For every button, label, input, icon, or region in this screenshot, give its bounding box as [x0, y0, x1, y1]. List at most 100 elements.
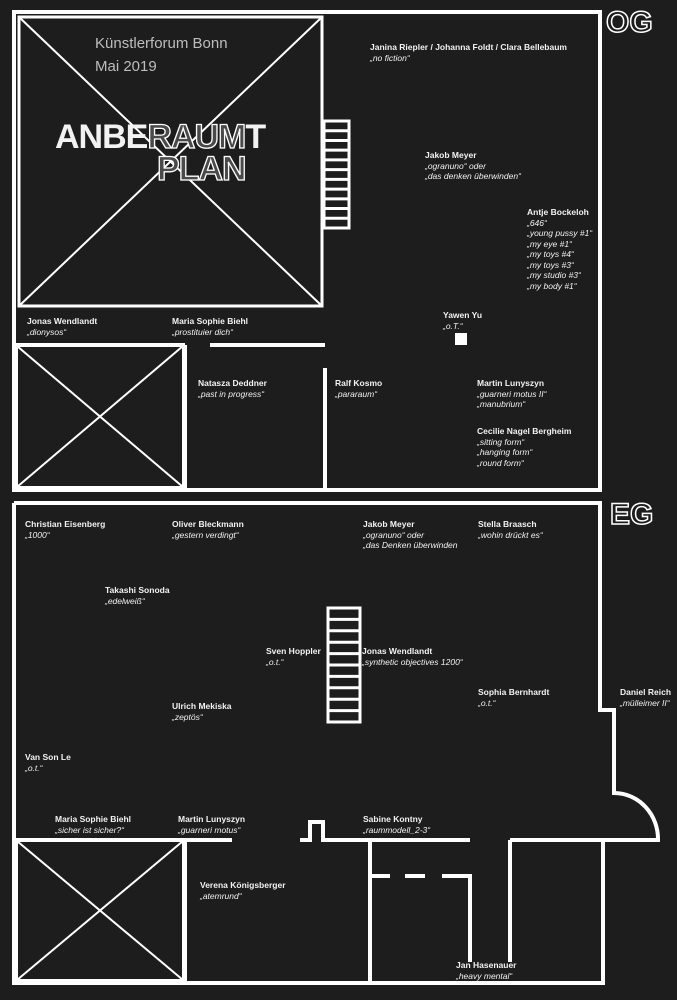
artist-name: Oliver Bleckmann — [172, 519, 244, 529]
artwork-title: „1000“ — [25, 529, 50, 540]
artist-label: Daniel Reich„mülleimer II“ — [620, 687, 671, 708]
artist-label: Sophia Bernhardt„o.t.“ — [478, 687, 549, 708]
artwork-title: „zeptös“ — [172, 711, 203, 722]
artwork-title: „o.T.“ — [443, 320, 463, 331]
artist-label: Verena Königsberger„atemrund“ — [200, 880, 286, 901]
exhibition-title-line2: PLAN — [156, 149, 247, 188]
artist-label: Van Son Le„o.t.“ — [25, 752, 71, 773]
artist-name: Jan Hasenauer — [456, 960, 517, 970]
eg-floor-plan — [12, 501, 661, 985]
artist-name: Martin Lunyszyn — [477, 378, 545, 388]
og-void-box — [17, 15, 324, 308]
artwork-title: „ogranuno“ oder — [425, 160, 486, 171]
artwork-title: „ogranuno“ oder — [363, 529, 424, 540]
artwork-title: „my studio #3“ — [527, 270, 581, 280]
artwork-title: „my body #1“ — [527, 280, 577, 291]
title-part: ANBE — [55, 118, 148, 156]
artist-name: Ulrich Mekiska — [172, 701, 232, 711]
artist-name: Takashi Sonoda — [105, 585, 170, 595]
artwork-title: „manubrium“ — [477, 399, 526, 409]
artist-label: Christian Eisenberg„1000“ — [25, 519, 105, 540]
artist-name: Jakob Meyer — [363, 519, 415, 529]
artwork-title: „o.t.“ — [266, 656, 284, 667]
artist-name: Jakob Meyer — [425, 150, 477, 160]
artist-name: Cecilie Nagel Bergheim — [477, 426, 572, 436]
og-void-box-small — [16, 345, 184, 488]
artist-label: Jakob Meyer„ogranuno“ oder„das denken üb… — [425, 150, 521, 182]
artwork-title: „pararaum“ — [335, 388, 378, 399]
artwork-title: „mülleimer II“ — [620, 697, 670, 708]
artist-label: Sven Hoppler„o.t.“ — [266, 646, 321, 667]
artwork-title: „atemrund“ — [200, 890, 242, 901]
artwork-title: „gestern verdingt“ — [172, 529, 239, 540]
og-floor-label: OG — [605, 5, 653, 40]
stair-outline — [322, 119, 351, 230]
artwork-title: „das denken überwinden“ — [425, 171, 521, 181]
exhibition-title: ANBERAUMT — [55, 117, 266, 157]
og-stairs — [322, 119, 351, 230]
artist-label: Jonas Wendlandt„synthetic objectives 120… — [362, 646, 463, 667]
artist-label: Natasza Deddner„past in progress“ — [198, 378, 267, 399]
artist-name: Martin Lunyszyn — [178, 814, 246, 824]
artist-label: Stella Braasch„wohin drückt es“ — [478, 519, 543, 540]
artwork-title: „hanging form“ — [477, 447, 533, 457]
artist-label: Yawen Yu„o.T.“ — [443, 310, 482, 331]
artist-label: Ulrich Mekiska„zeptös“ — [172, 701, 232, 722]
artist-name: Sophia Bernhardt — [478, 687, 550, 697]
artwork-title: „heavy mental“ — [456, 970, 513, 981]
artist-name: Daniel Reich — [620, 687, 672, 697]
artist-label: Martin Lunyszyn„guarneri motus II“„manub… — [477, 378, 546, 410]
og-floor-plan — [12, 10, 602, 492]
og-pedestal — [455, 333, 467, 345]
date-text: Mai 2019 — [95, 58, 157, 75]
eg-stairs — [326, 606, 362, 724]
artist-name: Sabine Kontny — [363, 814, 423, 824]
artist-name: Yawen Yu — [443, 310, 483, 320]
artwork-title: „o.t.“ — [25, 762, 43, 773]
artist-name: Jonas Wendlandt — [27, 316, 98, 326]
artist-name: Sven Hoppler — [266, 646, 321, 656]
artwork-title: „prostituier dich“ — [172, 326, 233, 337]
artist-label: Jan Hasenauer„heavy mental“ — [456, 960, 516, 981]
eg-outer-wall — [12, 503, 605, 985]
artwork-title: „my toys #4“ — [527, 249, 574, 259]
artist-name: Natasza Deddner — [198, 378, 267, 388]
artwork-title: „guarneri motus II“ — [477, 388, 547, 399]
eg-outer-wall — [14, 501, 661, 842]
artist-label: Oliver Bleckmann„gestern verdingt“ — [172, 519, 244, 540]
artwork-title: „edelweiß“ — [105, 595, 145, 606]
artist-label: Ralf Kosmo„pararaum“ — [335, 378, 382, 399]
artwork-title: „dionysos“ — [27, 326, 67, 337]
artwork-title: „sicher ist sicher?“ — [55, 824, 124, 835]
artwork-title: „no fiction“ — [370, 52, 410, 63]
artist-label: Maria Sophie Biehl„sicher ist sicher?“ — [55, 814, 131, 835]
eg-floor-label: EG — [609, 497, 654, 532]
artist-label: Antje Bockeloh„646“„young pussy #1“„my e… — [527, 207, 592, 291]
artwork-title: „my toys #3“ — [527, 259, 574, 270]
artwork-title: „raummodell_2-3“ — [363, 824, 431, 835]
artwork-title: „round form“ — [477, 457, 524, 468]
title-part: T — [245, 118, 266, 156]
artist-name: Maria Sophie Biehl — [55, 814, 132, 824]
og-outer-wall — [12, 10, 602, 492]
artwork-title: „o.t.“ — [478, 697, 496, 708]
artist-name: Christian Eisenberg — [25, 519, 106, 529]
artist-label: Sabine Kontny„raummodell_2-3“ — [363, 814, 430, 835]
artist-label: Janina Riepler / Johanna Foldt / Clara B… — [370, 42, 567, 63]
artwork-title: „guarneri motus“ — [178, 824, 241, 835]
artwork-title: „young pussy #1“ — [527, 228, 593, 238]
artist-name: Verena Königsberger — [200, 880, 286, 890]
artist-label: Martin Lunyszyn„guarneri motus“ — [178, 814, 245, 835]
artist-label: Jakob Meyer„ogranuno“ oder„das Denken üb… — [363, 519, 458, 551]
artist-label: Takashi Sonoda„edelweiß“ — [105, 585, 170, 606]
artwork-title: „das Denken überwinden — [363, 540, 458, 550]
venue-text: Künstlerforum Bonn — [95, 35, 228, 52]
artwork-title: „wohin drückt es“ — [478, 529, 543, 540]
artwork-title: „sitting form“ — [477, 436, 525, 447]
artist-name: Antje Bockeloh — [527, 207, 589, 217]
artist-name: Ralf Kosmo — [335, 378, 383, 388]
artwork-title: „my eye #1“ — [527, 238, 572, 249]
artwork-title: „synthetic objectives 1200“ — [362, 656, 463, 667]
